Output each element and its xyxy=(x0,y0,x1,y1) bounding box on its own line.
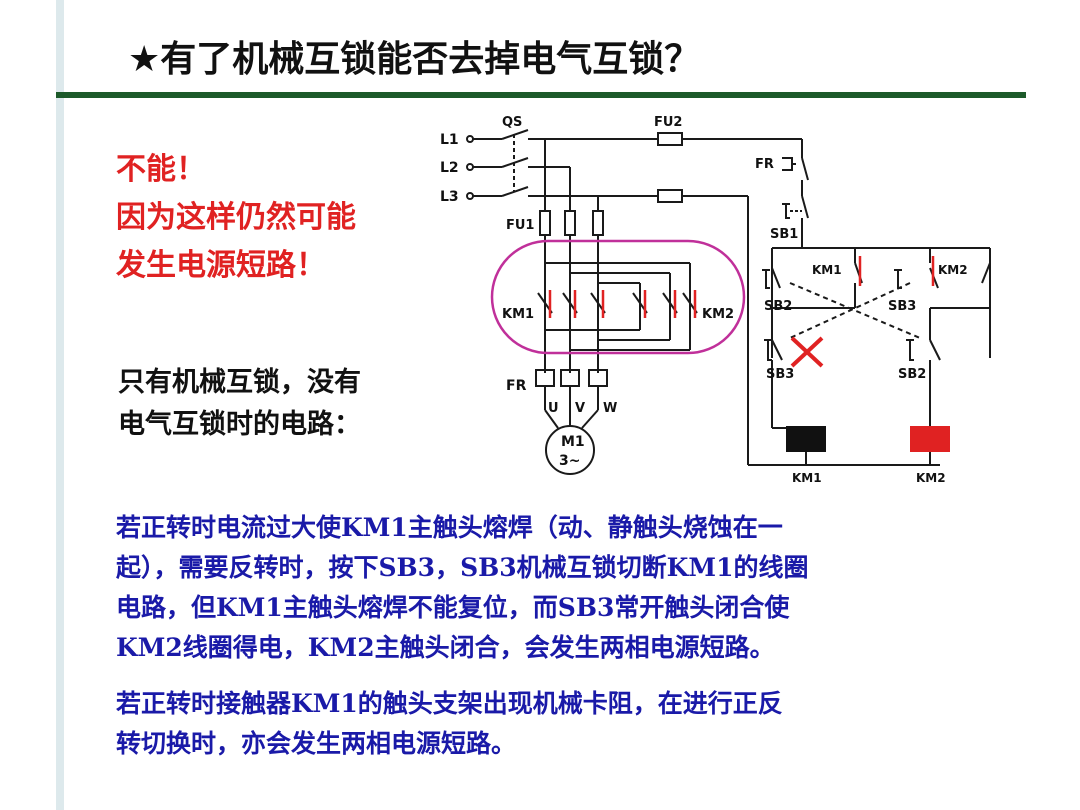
label-l2: L2 xyxy=(440,160,459,176)
explanation-paragraph-1: 若正转时电流过大使KM1主触头熔焊（动、静触头烧蚀在一 起），需要反转时，按下S… xyxy=(116,508,996,668)
label-sb1: SB1 xyxy=(770,227,798,242)
label-fr-ctrl: FR xyxy=(755,157,774,172)
label-v: V xyxy=(575,401,585,416)
label-qs: QS xyxy=(502,115,522,130)
answer-line: 发生电源短路！ xyxy=(116,248,326,283)
slide-title: ★有了机械互锁能否去掉电气互锁？ xyxy=(128,39,701,80)
label-motor-name: M1 xyxy=(561,434,585,450)
answer-line: 不能！ xyxy=(116,152,206,187)
label-km1-coil: KM1 xyxy=(792,471,822,485)
circuit-diagram: L1 L2 L3 QS FU1 FU2 KM1 KM2 FR U V W M1 … xyxy=(440,115,991,485)
label-fr-main: FR xyxy=(506,378,527,394)
label-motor-phase: 3~ xyxy=(559,453,580,469)
label-fu2: FU2 xyxy=(654,115,682,130)
highlight-ellipse xyxy=(490,239,746,355)
label-km1-aux: KM1 xyxy=(812,263,842,277)
title-divider xyxy=(56,92,1026,98)
km2-coil xyxy=(910,426,950,452)
caption-line: 电气互锁时的电路： xyxy=(118,409,361,440)
label-sb2-top: SB2 xyxy=(764,299,792,314)
paragraph-line: 若正转时电流过大使KM1主触头熔焊（动、静触头烧蚀在一 xyxy=(116,513,783,542)
terminal-l1 xyxy=(466,135,474,143)
paragraph-line: 转切换时，亦会发生两相电源短路。 xyxy=(116,729,517,758)
label-fu1: FU1 xyxy=(506,218,534,233)
label-km1-main: KM1 xyxy=(502,307,534,322)
circuit-caption: 只有机械互锁，没有 电气互锁时的电路： xyxy=(118,362,361,446)
label-km2-coil: KM2 xyxy=(916,471,946,485)
cross-mark-icon xyxy=(790,336,824,368)
label-w: W xyxy=(603,401,617,416)
answer-line: 因为这样仍然可能 xyxy=(116,200,356,235)
label-sb3-bottom: SB3 xyxy=(766,367,794,382)
label-km2-aux: KM2 xyxy=(938,263,968,277)
label-l3: L3 xyxy=(440,189,459,205)
label-sb3-top: SB3 xyxy=(888,299,916,314)
label-km2-main: KM2 xyxy=(702,307,734,322)
paragraph-line: 起），需要反转时，按下SB3，SB3机械互锁切断KM1的线圈 xyxy=(116,553,809,582)
paragraph-line: KM2线圈得电，KM2主触头闭合，会发生两相电源短路。 xyxy=(116,633,775,662)
paragraph-line: 电路，但KM1主触头熔焊不能复位，而SB3常开触头闭合使 xyxy=(116,593,790,622)
explanation-paragraph-2: 若正转时接触器KM1的触头支架出现机械卡阻，在进行正反 转切换时，亦会发生两相电… xyxy=(116,684,996,764)
label-l1: L1 xyxy=(440,132,459,148)
caption-line: 只有机械互锁，没有 xyxy=(118,367,361,398)
label-sb2-bottom: SB2 xyxy=(898,367,926,382)
km1-coil xyxy=(786,426,826,452)
terminal-l3 xyxy=(466,192,474,200)
terminal-l2 xyxy=(466,163,474,171)
answer-block: 不能！ 因为这样仍然可能 发生电源短路！ xyxy=(116,146,356,290)
label-u: U xyxy=(548,401,559,416)
paragraph-line: 若正转时接触器KM1的触头支架出现机械卡阻，在进行正反 xyxy=(116,689,783,718)
left-accent-bar xyxy=(56,0,64,810)
